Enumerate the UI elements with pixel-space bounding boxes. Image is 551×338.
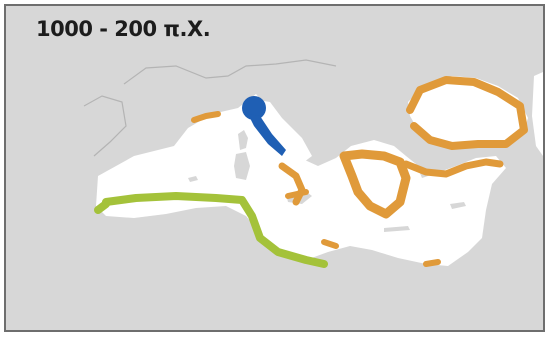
phoenician-colonies <box>94 192 328 268</box>
crete-island <box>384 226 410 232</box>
etruscan-region <box>242 96 286 156</box>
map-title: 1000 - 200 π.Χ. <box>36 17 211 41</box>
corsica-island <box>238 130 248 150</box>
sea-areas <box>96 72 543 266</box>
southern-france-orange-coast <box>191 111 221 123</box>
mediterranean-map <box>83 59 543 268</box>
iberia-green-coast <box>94 200 110 214</box>
asia-minor-orange-coast <box>402 158 504 178</box>
greece-orange-coast <box>339 149 411 219</box>
egypt-orange-coast <box>423 259 441 267</box>
balearic-islands <box>188 176 198 182</box>
caspian-sea <box>532 72 543 156</box>
atlantic-coastline <box>83 95 127 157</box>
greek-colonies <box>191 76 528 267</box>
black-sea-orange-coast <box>406 76 528 150</box>
etruscan-coast <box>248 114 286 156</box>
sardinia-island <box>234 152 250 180</box>
north-africa-green-coast <box>102 192 328 268</box>
adriatic-sea <box>250 100 312 162</box>
sicily-orange-coast <box>285 189 309 199</box>
map-frame: 1000 - 200 π.Χ. <box>4 4 545 332</box>
europe-coastline <box>123 59 337 85</box>
cyprus-island <box>450 202 466 209</box>
libya-orange-coast <box>321 239 339 249</box>
coast-lines <box>83 59 337 157</box>
